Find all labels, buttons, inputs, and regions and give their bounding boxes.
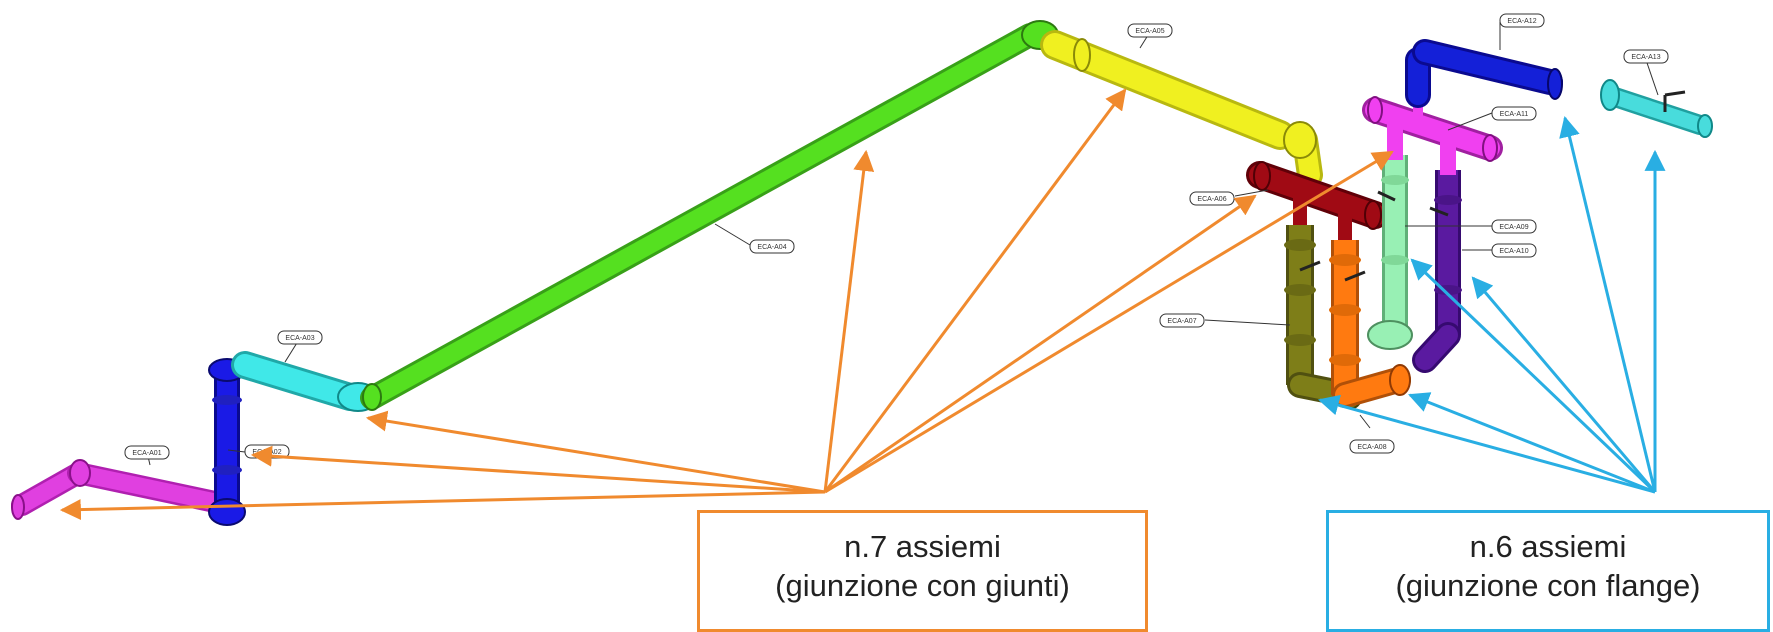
svg-text:ECA-A05: ECA-A05 <box>1135 28 1164 35</box>
assembly-eca-a04 <box>360 20 1059 411</box>
svg-text:ECA-A08: ECA-A08 <box>1357 444 1386 451</box>
assembly-eca-a10 <box>1412 170 1462 373</box>
arrow-to-a11 <box>824 150 1394 494</box>
assembly-eca-a03 <box>231 351 379 412</box>
svg-text:ECA-A06: ECA-A06 <box>1197 196 1226 203</box>
tag-eca-a13: ECA-A13 <box>1623 49 1669 64</box>
svg-text:ECA-A11: ECA-A11 <box>1500 111 1529 118</box>
assembly-eca-a08 <box>1329 240 1411 408</box>
tag-eca-a06: ECA-A06 <box>1189 191 1235 206</box>
svg-text:ECA-A10: ECA-A10 <box>1499 248 1528 255</box>
callout-flange-description: (giunzione con flange) <box>1395 568 1701 603</box>
arrow-to-a08 <box>1408 392 1656 494</box>
arrow-to-a09 <box>1410 258 1657 494</box>
tag-eca-a07: ECA-A07 <box>1159 313 1205 328</box>
assembly-eca-a13 <box>1600 79 1713 138</box>
tag-eca-a09: ECA-A09 <box>1491 219 1537 234</box>
tag-eca-a11: ECA-A11 <box>1491 106 1537 121</box>
callout-joint-count: n.7 assiemi <box>844 529 1001 564</box>
svg-text:ECA-A07: ECA-A07 <box>1167 318 1196 325</box>
assembly-eca-a01 <box>11 459 226 520</box>
tag-eca-a08: ECA-A08 <box>1349 439 1395 454</box>
svg-text:ECA-A13: ECA-A13 <box>1631 54 1660 61</box>
arrow-to-a03 <box>365 410 826 494</box>
callout-joint-description: (giunzione con giunti) <box>775 568 1070 603</box>
joint-arrows <box>59 88 1394 521</box>
svg-text:ECA-A03: ECA-A03 <box>285 335 314 342</box>
tag-eca-a01: ECA-A01 <box>124 445 170 460</box>
svg-text:ECA-A09: ECA-A09 <box>1499 224 1528 231</box>
svg-text:ECA-A01: ECA-A01 <box>132 450 161 457</box>
assembly-eca-a02 <box>208 358 246 526</box>
arrow-to-a10 <box>1471 276 1657 493</box>
tag-eca-a10: ECA-A10 <box>1491 243 1537 258</box>
arrow-to-a04 <box>823 149 875 493</box>
arrow-to-a12 <box>1559 115 1657 493</box>
callout-flange-assemblies: n.6 assiemi (giunzione con flange) <box>1326 510 1770 632</box>
arrow-to-a01 <box>59 490 826 521</box>
assembly-eca-a05 <box>1040 30 1323 188</box>
arrow-to-a07 <box>1317 394 1656 494</box>
tag-eca-a04: ECA-A04 <box>749 239 795 254</box>
arrow-to-a06 <box>824 194 1257 494</box>
tag-eca-a12: ECA-A12 <box>1499 13 1545 28</box>
arrow-to-a02 <box>250 445 826 494</box>
leader-lines <box>146 22 1659 466</box>
flange-arrows <box>1317 115 1666 494</box>
callout-joint-assemblies: n.7 assiemi (giunzione con giunti) <box>697 510 1148 632</box>
svg-text:ECA-A04: ECA-A04 <box>757 244 786 251</box>
tag-eca-a03: ECA-A03 <box>277 330 323 345</box>
tag-eca-a05: ECA-A05 <box>1127 23 1173 38</box>
callout-flange-count: n.6 assiemi <box>1469 529 1627 564</box>
assembly-eca-a12 <box>1405 39 1563 108</box>
svg-text:ECA-A12: ECA-A12 <box>1507 18 1536 25</box>
arrow-to-a05 <box>823 88 1127 493</box>
assembly-eca-a09 <box>1367 155 1413 350</box>
